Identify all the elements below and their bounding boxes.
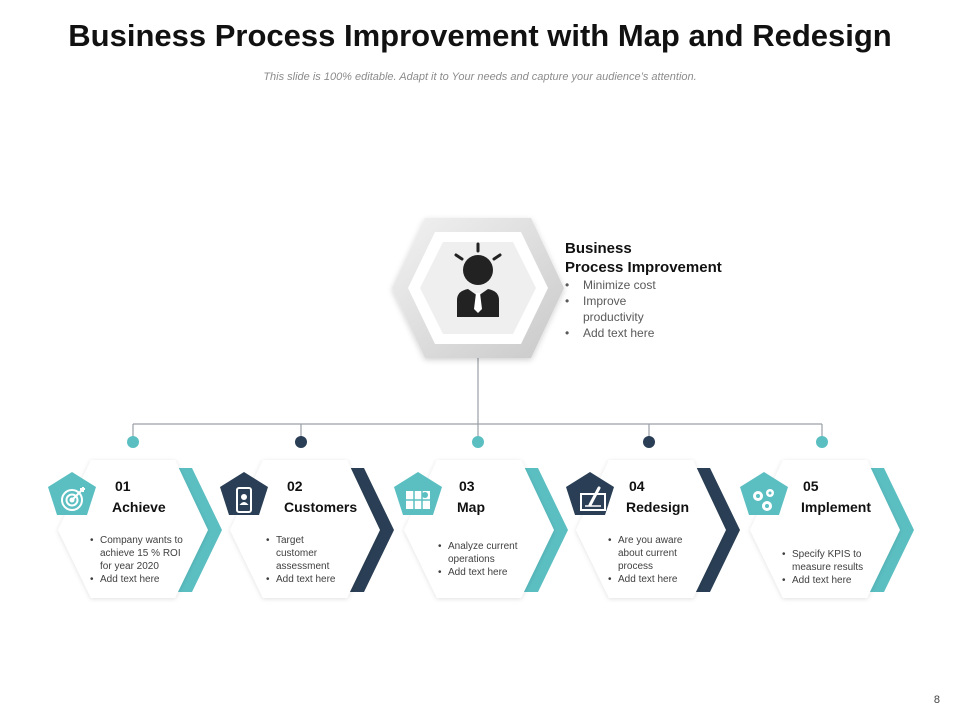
step-3-bullet: Add text here	[438, 566, 538, 579]
step-1-bullet: Company wants to achieve 15 % ROI for ye…	[90, 534, 190, 573]
step-4-bullet: Add text here	[608, 573, 698, 586]
root-bullet: Minimize cost	[565, 277, 755, 293]
businessman-idea-icon	[454, 242, 502, 317]
root-title-line2: Process Improvement	[565, 259, 722, 276]
step-2-bullet: Add text here	[266, 573, 346, 586]
step-5-bullet: Specify KPIS to measure results	[782, 548, 882, 574]
target-icon	[61, 487, 85, 511]
step-4-bullets: Are you aware about current process Add …	[608, 534, 698, 586]
connector-lines	[132, 355, 823, 442]
mobile-user-icon	[236, 487, 252, 513]
step-5-icon-badge	[740, 472, 788, 515]
root-bullet: Improve productivity	[565, 293, 673, 325]
step-1-label: Achieve	[112, 499, 166, 515]
step-5-bullet: Add text here	[782, 574, 882, 587]
root-title-line1: Business	[565, 240, 632, 257]
pencil-ruler-icon	[580, 486, 606, 511]
step-2-icon-badge	[220, 472, 268, 515]
step-1-bullet: Add text here	[90, 573, 190, 586]
step-3-number: 03	[459, 478, 475, 494]
step-5-number: 05	[803, 478, 819, 494]
step-5-bullets: Specify KPIS to measure results Add text…	[782, 548, 882, 587]
step-2-bullet: Target customer assessment	[266, 534, 346, 573]
step-5-label: Implement	[801, 499, 872, 515]
step-3-bullets: Analyze current operations Add text here	[438, 540, 538, 579]
root-text-block: Business Process Improvement Minimize co…	[565, 239, 755, 341]
page-number: 8	[933, 694, 940, 706]
step-4-label: Redesign	[626, 499, 690, 515]
step-4-number: 04	[629, 478, 645, 494]
step-4-bullet: Are you aware about current process	[608, 534, 698, 573]
step-1-bullets: Company wants to achieve 15 % ROI for ye…	[90, 534, 190, 586]
slide-title: Business Process Improvement with Map an…	[68, 18, 892, 53]
root-bullet-list: Minimize cost Improve productivity Add t…	[565, 277, 755, 341]
step-3-label: Map	[457, 499, 485, 515]
step-2-bullets: Target customer assessment Add text here	[266, 534, 346, 586]
map-icon	[406, 491, 430, 509]
connector-dots	[127, 436, 828, 448]
step-2-label: Customers	[284, 499, 358, 515]
step-3-bullet: Analyze current operations	[438, 540, 538, 566]
step-2-number: 02	[287, 478, 303, 494]
step-1-number: 01	[115, 478, 131, 494]
root-hexagon	[392, 218, 564, 358]
root-bullet: Add text here	[565, 325, 755, 341]
slide-subtitle: This slide is 100% editable. Adapt it to…	[263, 71, 697, 83]
gears-icon	[753, 489, 774, 511]
